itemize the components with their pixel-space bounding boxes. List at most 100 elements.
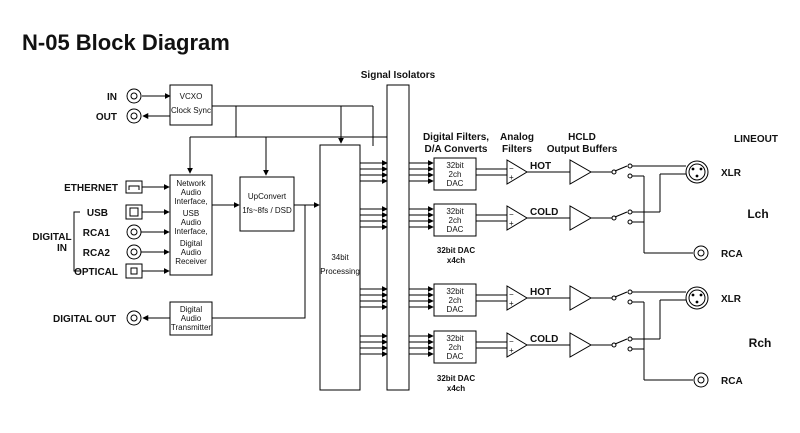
optical-port-icon xyxy=(125,263,143,279)
phase-label: HOT xyxy=(530,287,551,298)
dac-block xyxy=(433,203,477,237)
phase-label: HOT xyxy=(530,161,551,172)
rca1-label: RCA1 xyxy=(83,228,111,239)
dac-block xyxy=(433,330,477,364)
digital-in-bracket xyxy=(73,211,80,272)
hcld-buffer-icon xyxy=(569,332,593,358)
dac-note-r: 32bit DAC xyxy=(437,374,475,383)
hcld-buffer-icon xyxy=(569,285,593,311)
dac-text: 32bit xyxy=(446,207,464,216)
rca-l-label: RCA xyxy=(721,249,743,260)
input-arrows xyxy=(141,184,170,274)
svg-text:Interface,: Interface, xyxy=(174,227,207,236)
rca2-connector-icon xyxy=(126,244,142,260)
signal-isolators-block xyxy=(386,84,410,391)
dac-text: 32bit xyxy=(446,287,464,296)
dac-text: DAC xyxy=(447,305,464,314)
phase-label: COLD xyxy=(530,334,558,345)
svg-text:−: − xyxy=(509,164,514,173)
dac-text: DAC xyxy=(447,225,464,234)
digital-in-label: DIGITAL xyxy=(32,232,71,243)
dac-note-r: x4ch xyxy=(447,384,465,393)
upconvert-block xyxy=(239,176,295,232)
vcxo-block xyxy=(169,84,213,126)
rca2-label: RCA2 xyxy=(83,248,111,259)
optical-label: OPTICAL xyxy=(74,267,118,278)
dac-text: DAC xyxy=(447,352,464,361)
lch-label: Lch xyxy=(747,207,768,221)
ethernet-port-icon xyxy=(125,180,143,194)
svg-text:Audio: Audio xyxy=(181,314,202,323)
xlr-l-connector xyxy=(685,160,709,184)
dac-text: 2ch xyxy=(449,170,462,179)
vcxo-text: Clock Sync xyxy=(171,106,211,115)
analog-label: Analog xyxy=(500,132,534,143)
phase-label: COLD xyxy=(530,207,558,218)
clock-in-label: IN xyxy=(107,92,117,103)
dac-text: 2ch xyxy=(449,296,462,305)
lineout-label: LINEOUT xyxy=(734,134,778,145)
svg-text:−: − xyxy=(509,337,514,346)
processing-text: Processing xyxy=(320,267,360,276)
dac-text: DAC xyxy=(447,179,464,188)
digital-in-sublabel: IN xyxy=(57,243,67,254)
svg-text:−: − xyxy=(509,290,514,299)
svg-text:Receiver: Receiver xyxy=(175,257,207,266)
analog-filter-icon xyxy=(506,159,528,185)
signal-isolators-label: Signal Isolators xyxy=(361,70,436,81)
svg-text:Digital: Digital xyxy=(180,305,202,314)
svg-text:USB: USB xyxy=(183,209,199,218)
analog-filter-icon xyxy=(506,205,528,231)
vcxo-text: VCXO xyxy=(180,92,203,101)
xlr-r-label: XLR xyxy=(721,294,742,305)
svg-text:Audio: Audio xyxy=(181,218,202,227)
svg-text:+: + xyxy=(509,173,514,182)
svg-text:Network: Network xyxy=(176,179,206,188)
upconvert-text: UpConvert xyxy=(248,192,287,201)
digital-filters-label: Digital Filters, xyxy=(423,132,489,143)
rca-r-label: RCA xyxy=(721,376,743,387)
dac-text: 32bit xyxy=(446,161,464,170)
page-title: N-05 Block Diagram xyxy=(22,30,230,55)
digital-out-connector xyxy=(126,310,142,326)
hcld-buffer-icon xyxy=(569,205,593,231)
processing-text: 34bit xyxy=(331,253,349,262)
rca-l-connector xyxy=(693,245,709,261)
svg-text:Audio: Audio xyxy=(181,188,202,197)
rca-r-connector xyxy=(693,372,709,388)
filters-label: Filters xyxy=(502,144,532,155)
svg-text:Transmitter: Transmitter xyxy=(171,323,211,332)
analog-filter-icon xyxy=(506,285,528,311)
digital-out-label: DIGITAL OUT xyxy=(53,314,116,325)
svg-text:+: + xyxy=(509,346,514,355)
analog-filter-icon xyxy=(506,332,528,358)
processing-block xyxy=(319,144,361,391)
svg-text:Interface,: Interface, xyxy=(174,197,207,206)
xlr-l-label: XLR xyxy=(721,168,742,179)
usb-label: USB xyxy=(87,208,108,219)
hcld-label: HCLD xyxy=(568,132,596,143)
svg-text:+: + xyxy=(509,219,514,228)
dac-block xyxy=(433,283,477,317)
rch-label: Rch xyxy=(749,336,772,350)
output-channels: 32bit2chDAC−+HOT32bit2chDAC−+COLD32bit2c… xyxy=(360,157,693,381)
clock-in-connector xyxy=(126,88,142,104)
svg-text:−: − xyxy=(509,210,514,219)
network-interface-block xyxy=(169,174,213,276)
dac-text: 2ch xyxy=(449,216,462,225)
transmitter-feed-line xyxy=(212,205,306,319)
dac-note-l: x4ch xyxy=(447,256,465,265)
usb-port-icon xyxy=(125,204,143,220)
hcld-buffer-icon xyxy=(569,159,593,185)
output-buffers-label: Output Buffers xyxy=(547,144,618,155)
xlr-r-connector xyxy=(685,286,709,310)
clock-out-connector xyxy=(126,108,142,124)
da-converts-label: D/A Converts xyxy=(425,144,488,155)
svg-text:Digital: Digital xyxy=(180,239,202,248)
dac-text: 2ch xyxy=(449,343,462,352)
